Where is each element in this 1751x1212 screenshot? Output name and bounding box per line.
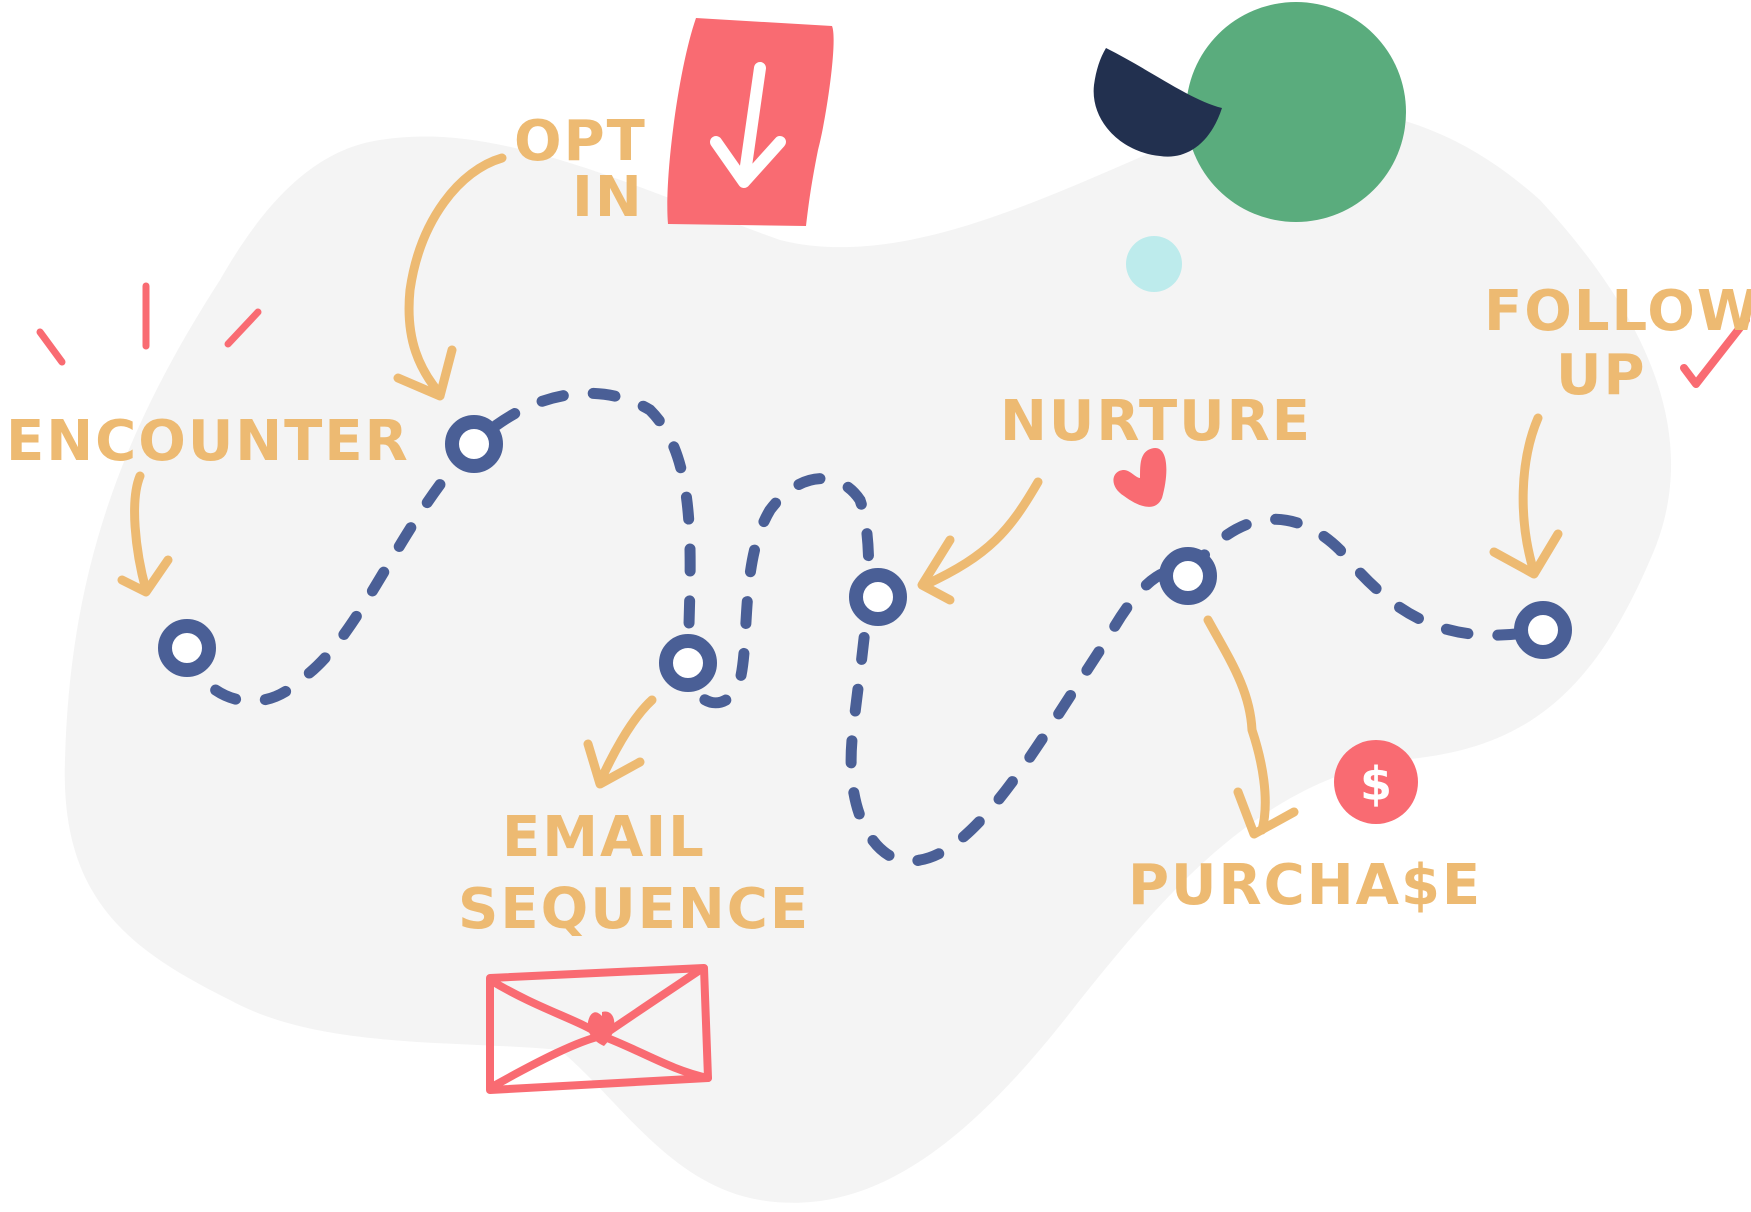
arrow-opt-in: [404, 153, 507, 399]
connector-arrows: [117, 153, 1563, 839]
download-arrow-icon: [667, 18, 834, 226]
arrow-encounter: [130, 471, 151, 595]
dollar-coin-icon: $: [1334, 740, 1418, 824]
journey-nodes: [158, 415, 1572, 692]
arrowhead-opt-in: [393, 345, 457, 401]
node-nurture: [849, 568, 907, 626]
arrowhead-email-sequence: [583, 739, 645, 789]
encounter-spark-marks: [36, 282, 262, 366]
node-follow-up: [1514, 601, 1572, 659]
arrowhead-purchase: [1233, 787, 1299, 839]
label-email-sequence-line2: SEQUENCE: [458, 877, 810, 942]
label-opt-in-line2: IN: [572, 165, 644, 230]
dollar-glyph: $: [1360, 757, 1392, 811]
label-purchase: PURCHA$E: [1128, 853, 1482, 918]
arrowhead-encounter: [117, 555, 173, 597]
node-encounter: [158, 619, 216, 677]
green-circle-decoration: [1186, 2, 1406, 222]
arrow-nurture: [920, 477, 1043, 590]
checkmark-icon: [1680, 316, 1750, 388]
navy-shape-decoration: [1093, 48, 1222, 157]
heart-icon: [1113, 448, 1167, 507]
label-follow-up-line2: UP: [1556, 343, 1647, 408]
arrow-purchase: [1203, 615, 1270, 835]
arrowhead-nurture: [917, 535, 955, 605]
label-follow-up-line1: FOLLOW: [1484, 279, 1751, 344]
label-nurture: NURTURE: [1000, 389, 1312, 454]
envelope-icon: [486, 964, 712, 1094]
label-encounter: ENCOUNTER: [6, 409, 410, 474]
arrow-email-sequence: [595, 695, 657, 787]
node-opt-in: [445, 415, 503, 473]
label-email-sequence-line1: EMAIL: [502, 805, 706, 870]
label-opt-in-line1: OPT: [514, 109, 647, 174]
cyan-dot-decoration: [1126, 236, 1182, 292]
arrowhead-follow-up: [1489, 529, 1563, 579]
node-purchase: [1159, 547, 1217, 605]
background-blob: [64, 108, 1672, 1203]
node-email-sequence: [659, 634, 717, 692]
arrow-follow-up: [1518, 413, 1543, 577]
